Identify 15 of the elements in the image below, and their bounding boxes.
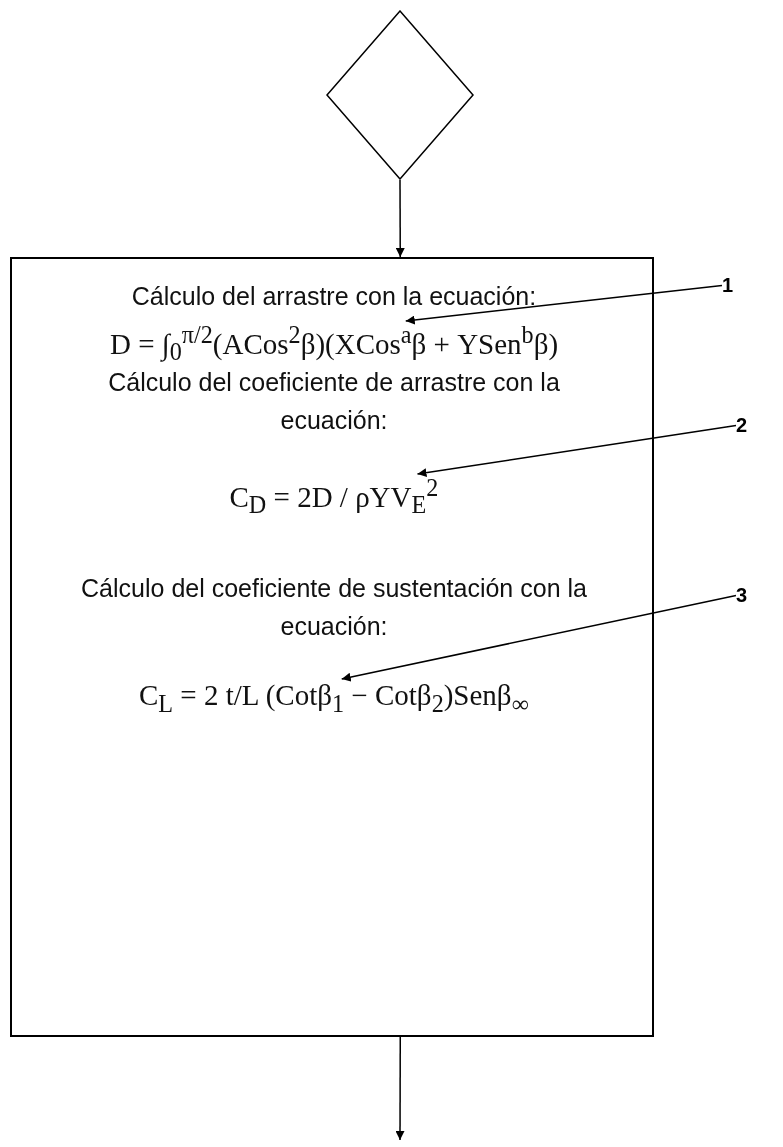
equation: D = ∫$_{0}$$^{π/2}$(ACos$^{2}$β)(XCos$^{a}$β + YSen$^{b}$β) [110, 321, 559, 367]
callout-number: 3 [736, 584, 748, 607]
leader-line [416, 424, 737, 478]
leader-line [405, 284, 723, 325]
callout-number: 2 [736, 414, 748, 437]
leader-line [341, 594, 737, 682]
callout-number: 1 [722, 274, 734, 297]
arrow [395, 179, 405, 258]
arrow [395, 1036, 405, 1141]
step-text: Cálculo del coeficiente de sustentación con la ecuación: [80, 573, 588, 642]
step-text: Cálculo del arrastre con la ecuación: [130, 281, 538, 312]
equation: C$_{L}$ = 2 t/L (Cotβ$_{1}$ − Cotβ$_{2}$)Senβ$_{∞}$ [139, 679, 529, 718]
decision-diamond [326, 10, 474, 180]
step-text: Cálculo del coeficiente de arrastre con la ecuación: [107, 367, 561, 436]
process-box [10, 257, 654, 1037]
